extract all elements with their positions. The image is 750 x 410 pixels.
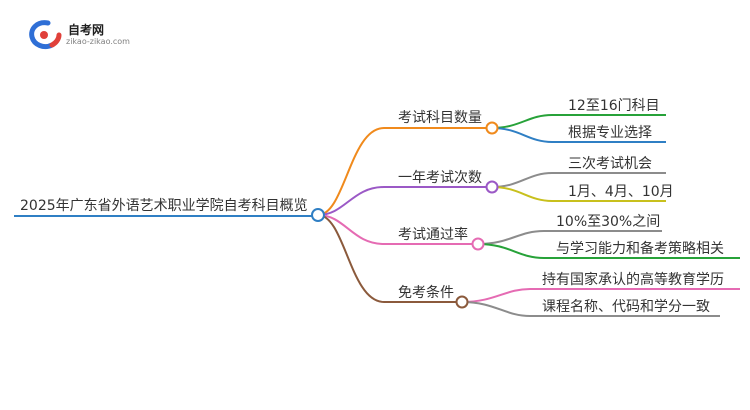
branch-node-2[interactable]: [485, 180, 499, 194]
logo-icon: [29, 20, 62, 50]
branch-label-2: 一年考试次数: [398, 170, 482, 186]
leaf-label-1b: 根据专业选择: [568, 125, 652, 141]
leaf-label-1a: 12至16门科目: [568, 98, 660, 114]
branch-connector-2: [317, 186, 492, 216]
branch-node-1[interactable]: [485, 121, 499, 135]
root-node[interactable]: [311, 208, 325, 222]
branch-connector-3: [317, 214, 478, 245]
branch-node-4[interactable]: [455, 295, 469, 309]
logo-url: zikao-zikao.com: [66, 37, 130, 46]
leaf-connector-2b: [491, 186, 666, 202]
branch-node-3[interactable]: [471, 237, 485, 251]
leaf-label-2b: 1月、4月、10月: [568, 184, 674, 200]
leaf-label-3a: 10%至30%之间: [556, 214, 660, 230]
leaf-connector-1b: [491, 127, 666, 143]
logo-name: 自考网: [68, 23, 105, 37]
leaf-label-3b: 与学习能力和备考策略相关: [556, 240, 724, 257]
leaf-label-2a: 三次考试机会: [568, 156, 652, 172]
site-logo[interactable]: 自考网 zikao-zikao.com: [28, 18, 138, 50]
leaf-label-4a: 持有国家承认的高等教育学历: [542, 271, 724, 288]
branch-label-1: 考试科目数量: [398, 110, 482, 126]
leaf-connector-4b: [461, 301, 720, 317]
branch-connector-4: [317, 214, 462, 303]
leaf-connector-3b: [477, 243, 740, 259]
branch-label-4: 免考条件: [398, 284, 454, 301]
branch-label-3: 考试通过率: [398, 226, 468, 243]
leaf-label-4b: 课程名称、代码和学分一致: [542, 299, 710, 315]
branch-connector-1: [317, 127, 492, 216]
root-topic: 2025年广东省外语艺术职业学院自考科目概览: [20, 198, 308, 214]
